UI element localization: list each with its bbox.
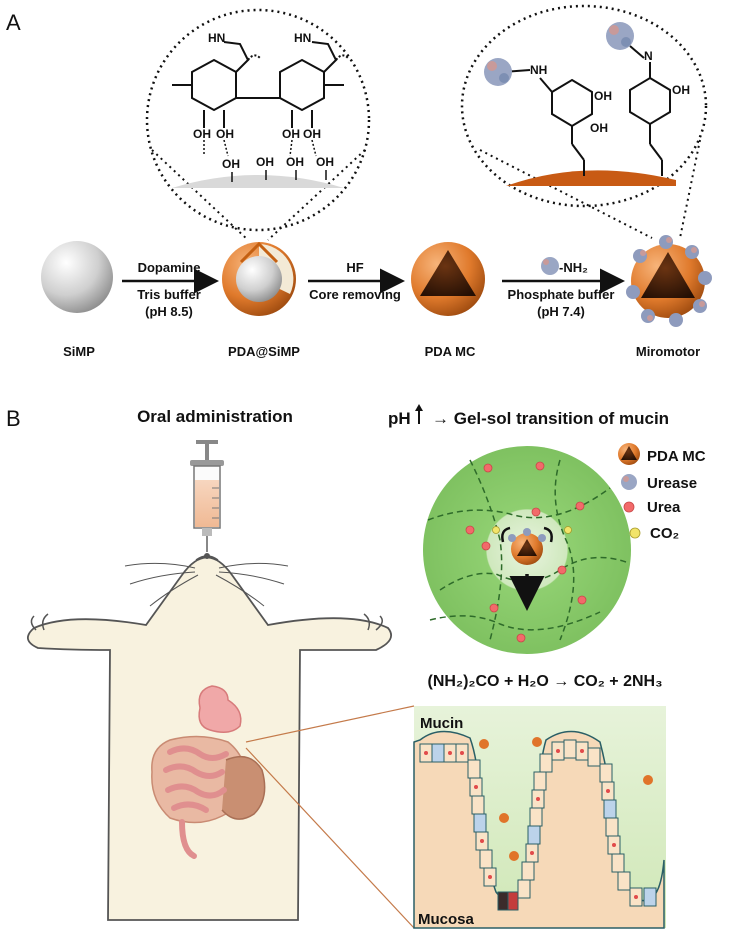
step2-bottom-label: Core removing [309, 287, 401, 302]
mucin-circle [423, 446, 631, 654]
legend-co2-icon [629, 527, 641, 539]
zoom-connector-bottom [245, 747, 415, 929]
urease-reaction-equation: (NH₂)₂CO + H₂O → CO₂ + 2NH₃ [428, 673, 663, 690]
legend-urease-label: Urease [647, 475, 697, 492]
urease-structure [501, 45, 671, 176]
step3-bottom-label-2: (pH 7.4) [537, 304, 585, 319]
step3-top-label: -NH₂ [559, 260, 588, 275]
oh-label: OH [672, 83, 690, 97]
n-label: N [644, 49, 653, 63]
mucosa-label: Mucosa [418, 911, 475, 928]
micromotor-particle [626, 235, 712, 327]
urease-particle [484, 58, 512, 86]
stage-label-pda-mc: PDA MC [425, 344, 476, 359]
legend-urea-label: Urea [647, 499, 681, 516]
mucosa-panel [413, 706, 666, 929]
oh-label: OH [303, 127, 321, 141]
legend-urea-icon [623, 501, 635, 513]
gel-sol-title: → Gel-sol transition of mucin [432, 409, 669, 428]
step1-bottom-label: Tris buffer [137, 287, 201, 302]
step1-bottom-label-2: (pH 8.5) [145, 304, 193, 319]
legend-pda-mc-label: PDA MC [647, 448, 706, 465]
oh-label: OH [286, 155, 304, 169]
pda-simp-particle [222, 241, 296, 316]
step3-bottom-label: Phosphate buffer [508, 287, 615, 302]
legend: PDA MC Urease Urea CO₂ [618, 443, 706, 542]
step1-top-label: Dopamine [138, 260, 201, 275]
stage-label-simp: SiMP [63, 344, 95, 359]
zoom-connector-top [245, 705, 415, 743]
oh-label: OH [282, 127, 300, 141]
oh-label: OH [594, 89, 612, 103]
oh-label: OH [193, 127, 211, 141]
hn-label-right: HN [294, 31, 311, 45]
pda-mc-particle [411, 242, 485, 316]
hn-label-left: HN [208, 31, 225, 45]
legend-urease-icon [621, 474, 637, 490]
oh-label: OH [590, 121, 608, 135]
oh-label: OH [256, 155, 274, 169]
stage-label-micromotor: Miromotor [636, 344, 700, 359]
polydopamine-structure [172, 41, 349, 128]
oh-label: OH [216, 127, 234, 141]
zoom-bubble-left: HN HN OH OH OH OH OH OH OH OH [145, 8, 371, 241]
legend-co2-label: CO₂ [650, 525, 679, 542]
urease-particle-step3 [541, 257, 559, 275]
gastrointestinal-tract [151, 685, 266, 859]
panel-a-letter: A [6, 10, 21, 35]
simp-particle [41, 241, 113, 313]
oh-label: OH [316, 155, 334, 169]
panel-b-letter: B [6, 406, 21, 431]
mucin-label: Mucin [420, 715, 463, 732]
zoom-bubble-right: NH N OH OH OH [460, 4, 708, 239]
nh-label: NH [530, 63, 547, 77]
step2-top-label: HF [346, 260, 363, 275]
oh-label: OH [222, 157, 240, 171]
ph-label: pH [388, 409, 411, 428]
urease-particle [606, 22, 634, 50]
oral-administration-title: Oral administration [137, 407, 293, 426]
legend-pda-mc-icon [618, 443, 640, 465]
rat-illustration [27, 553, 392, 921]
stage-label-pda-simp: PDA@SiMP [228, 344, 300, 359]
syringe [190, 440, 224, 552]
